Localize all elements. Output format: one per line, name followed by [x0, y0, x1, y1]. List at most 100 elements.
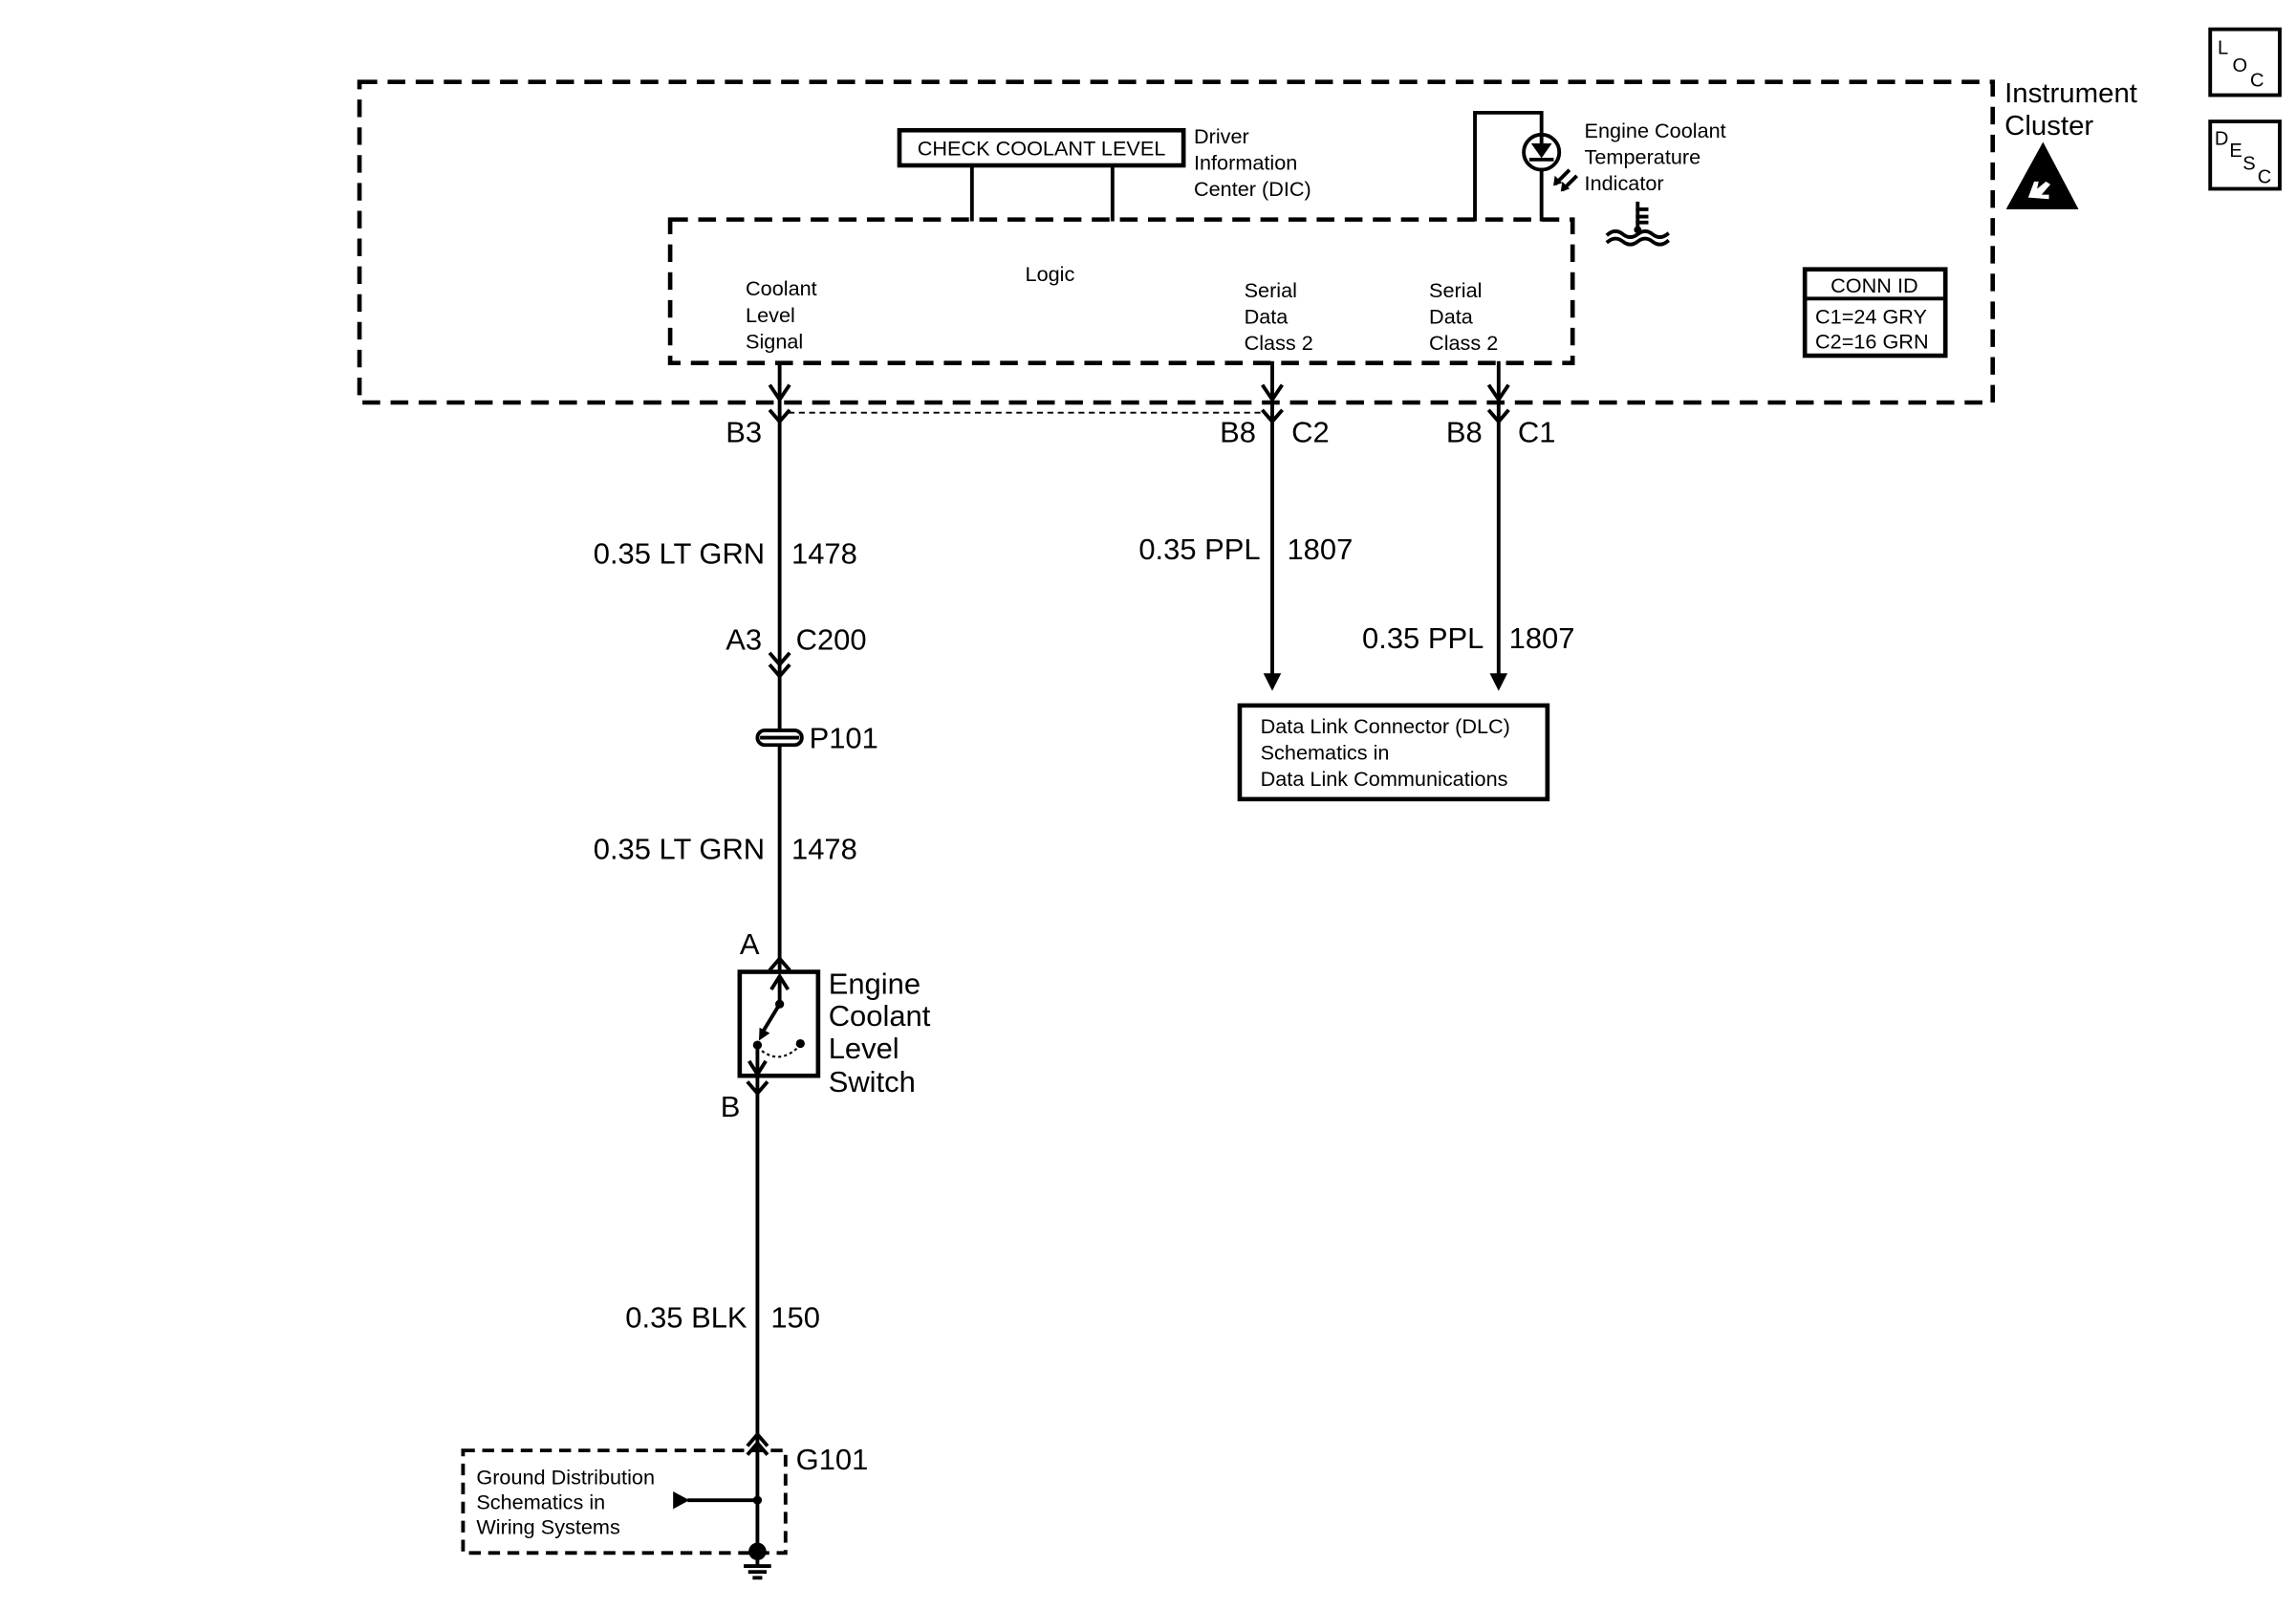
- instrument-cluster-boundary: [357, 79, 1996, 405]
- dic-label-line-3: Center (DIC): [1194, 177, 1311, 201]
- c200-terminal-male: [768, 663, 791, 680]
- desc-icon: D E S C: [2208, 120, 2282, 191]
- serial-data-c2-line-2: Data: [1245, 304, 1289, 328]
- wire-c2-circuit: 1807: [1287, 533, 1353, 566]
- indicator-feed-wire: [1473, 110, 1544, 222]
- dic-label-line-2: Information: [1194, 151, 1297, 175]
- coolant-level-signal-line-1: Coolant: [746, 276, 817, 300]
- wire-c1-spec: 0.35 PPL: [1362, 621, 1484, 655]
- wire-lower-spec: 0.35 LT GRN: [594, 833, 765, 866]
- connector-id-table: CONN ID C1=24 GRY C2=16 GRN: [1802, 267, 1948, 359]
- dlc-reference-line-2: Schematics in: [1261, 741, 1390, 765]
- switch-pin-a-label: A: [740, 927, 760, 961]
- ground-reference-frame: [461, 1448, 788, 1556]
- connector-id-frame: [1802, 267, 1948, 359]
- ground-reference-arrow: [673, 1490, 690, 1510]
- serial-data-c1-line-2: Data: [1429, 304, 1473, 328]
- ground-icon: [744, 1542, 771, 1580]
- wire-150-spec: 0.35 BLK: [625, 1301, 747, 1335]
- wire-lower-circuit: 1478: [791, 833, 857, 866]
- loc-letter-l: L: [2218, 38, 2228, 59]
- switch-label-line-3: Level: [829, 1032, 899, 1065]
- serial-data-c2-line-3: Class 2: [1245, 331, 1313, 355]
- splice-icon: [755, 729, 804, 748]
- loc-letter-c: C: [2250, 70, 2264, 91]
- desc-letter-s: S: [2242, 154, 2255, 175]
- ground-g101-label: G101: [796, 1443, 869, 1476]
- indicator-label-line-3: Indicator: [1585, 171, 1664, 195]
- instrument-cluster-label-line-2: Cluster: [2004, 111, 2093, 141]
- c200-terminal-female: [768, 651, 791, 667]
- arrow-to-dlc-c2: [1263, 673, 1282, 691]
- switch-label-line-1: Engine: [829, 968, 921, 1001]
- switch-terminal-a: [768, 955, 791, 972]
- connector-c2-label: C2: [1291, 415, 1330, 448]
- pin-b8-c1-label: B8: [1446, 415, 1483, 448]
- serial-data-c1-line-1: Serial: [1429, 278, 1482, 302]
- coolant-level-signal-line-2: Level: [746, 303, 795, 327]
- indicator-label-line-1: Engine Coolant: [1585, 119, 1726, 142]
- connector-id-row-1: C1=24 GRY: [1815, 304, 1927, 328]
- logic-label: Logic: [1026, 262, 1075, 286]
- desc-letter-d: D: [2215, 129, 2229, 150]
- pin-b3-label: B3: [726, 415, 762, 448]
- desc-icon-frame: [2208, 120, 2282, 191]
- switch-pin-b-label: B: [721, 1090, 741, 1123]
- desc-letter-c: C: [2258, 166, 2272, 187]
- connector-id-row-2: C2=16 GRN: [1815, 329, 1929, 353]
- loc-letter-o: O: [2232, 55, 2247, 76]
- ground-distribution-reference: Ground Distribution Schematics in Wiring…: [461, 1448, 788, 1556]
- ground-reference-line-1: Ground Distribution: [476, 1465, 655, 1489]
- pin-b8-c2-label: B8: [1220, 415, 1256, 448]
- harness-terminal-b8-c2: [1260, 408, 1285, 424]
- instrument-cluster: Instrument Cluster CHECK COOLANT LEVEL D…: [357, 78, 2137, 405]
- wire-150-circuit: 150: [770, 1301, 820, 1335]
- dlc-reference-line-3: Data Link Communications: [1261, 767, 1508, 791]
- coolant-level-signal-line-3: Signal: [746, 329, 803, 353]
- ground-reference-line-3: Wiring Systems: [476, 1515, 619, 1539]
- serial-data-c1-line-3: Class 2: [1429, 331, 1498, 355]
- dic-message: CHECK COOLANT LEVEL: [918, 136, 1166, 160]
- dic-display: [897, 127, 1186, 168]
- connector-id-title: CONN ID: [1830, 273, 1917, 297]
- instrument-cluster-label-line-1: Instrument: [2004, 78, 2137, 109]
- esd-sensitive-icon: [2005, 141, 2079, 209]
- pin-a3-label: A3: [726, 623, 762, 657]
- dlc-reference-line-1: Data Link Connector (DLC): [1261, 714, 1510, 738]
- serial-data-c2-line-1: Serial: [1245, 278, 1297, 302]
- pass-through-p101-label: P101: [810, 721, 878, 754]
- engine-coolant-level-switch: A Engine Coolant Level Switch B: [721, 927, 931, 1123]
- ground-terminal-upper: [746, 1431, 769, 1447]
- ground-circuit: 0.35 BLK 150 G101 Ground Distribution Sc…: [461, 1074, 869, 1580]
- logic-boundary: [667, 217, 1575, 365]
- dlc-reference-box: Data Link Connector (DLC) Schematics in …: [1237, 703, 1550, 802]
- driver-information-center: CHECK COOLANT LEVEL Driver Information C…: [897, 124, 1311, 222]
- serial-data-c1-circuit: B8 C1 0.35 PPL 1807: [1362, 360, 1575, 691]
- serial-data-c2-circuit: B8 C2 0.35 PPL 1807: [1138, 360, 1353, 691]
- loc-icon: L O C: [2208, 27, 2282, 98]
- desc-letter-e: E: [2229, 141, 2242, 162]
- cluster-terminal-b3: [768, 383, 791, 403]
- harness-terminal-b8-c1: [1486, 408, 1510, 424]
- wire-c1-circuit: 1807: [1509, 621, 1575, 655]
- switch-label-line-2: Coolant: [829, 999, 931, 1033]
- cluster-terminal-b8-c2: [1261, 383, 1284, 403]
- connector-c1-label: C1: [1518, 415, 1556, 448]
- connector-c200-label: C200: [796, 623, 867, 657]
- cluster-terminal-b8-c1: [1486, 383, 1510, 403]
- ground-reference-line-2: Schematics in: [476, 1490, 605, 1513]
- wire-upper-circuit: 1478: [791, 537, 857, 571]
- harness-terminal-b3: [768, 408, 791, 424]
- dic-label-line-1: Driver: [1194, 124, 1249, 148]
- wire-c2-spec: 0.35 PPL: [1138, 533, 1260, 566]
- switch-body: [737, 969, 821, 1078]
- switch-contact-icon: [747, 972, 805, 1078]
- wire-upper-spec: 0.35 LT GRN: [594, 537, 765, 571]
- led-lamp-icon: [1522, 132, 1579, 192]
- switch-label-line-4: Switch: [829, 1065, 916, 1099]
- loc-icon-frame: [2208, 27, 2282, 98]
- indicator-label-line-2: Temperature: [1585, 145, 1701, 169]
- coolant-temperature-indicator: Engine Coolant Temperature Indicator: [1473, 110, 1726, 247]
- dlc-reference-frame: [1237, 703, 1550, 802]
